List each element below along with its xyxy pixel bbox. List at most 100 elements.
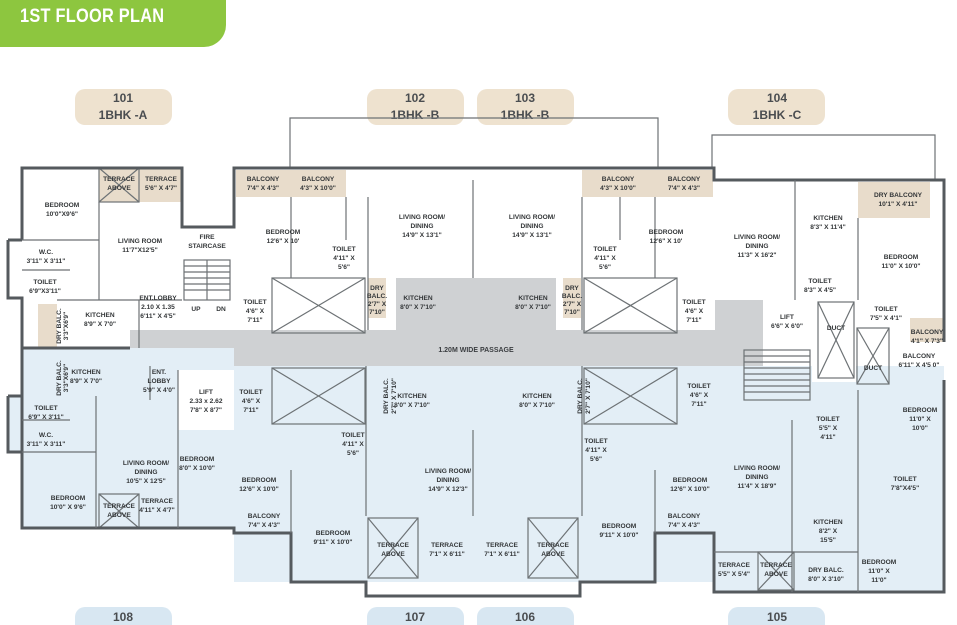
room-label: 11'0" X	[868, 568, 890, 575]
room-label: TOILET	[34, 405, 57, 412]
room-label: 4'6" X	[242, 398, 261, 405]
room-label: 6'9" X 3'11"	[28, 414, 63, 421]
room-label: ABOVE	[764, 571, 788, 578]
room-label: 7'4" X 4'3"	[668, 522, 700, 529]
walls	[6, 166, 946, 598]
room-label: BEDROOM	[180, 456, 215, 463]
room-label: BEDROOM	[673, 477, 708, 484]
room-label: TERRACE	[760, 562, 792, 569]
room-label: 8'0" X 7'10"	[394, 402, 430, 409]
room-label: BALCONY	[903, 353, 936, 360]
room-label: 10'0" X 9'6"	[50, 504, 86, 511]
room-label: BEDROOM	[316, 530, 351, 537]
room-label: 11'0" X 10'0"	[881, 263, 920, 270]
room-label: ABOVE	[381, 551, 405, 558]
room-label: 4'6" X	[685, 308, 704, 315]
room-label: 8'2" X	[819, 528, 838, 535]
room-label: KITCHEN	[397, 393, 427, 400]
room-size: 6'9"X3'11"	[29, 288, 61, 295]
room-name: W.C.	[39, 249, 53, 256]
room-label: LIFT	[199, 389, 213, 396]
room-label: BEDROOM	[602, 523, 637, 530]
unit-number: 104	[767, 91, 787, 105]
unit-type: 1BHK -B	[501, 108, 550, 122]
room-label: 5'5" X 5'4"	[718, 571, 750, 578]
unit-number: 105	[767, 610, 787, 624]
room-label: TOILET	[341, 432, 364, 439]
unit-badge-108[interactable]: 108	[75, 607, 172, 625]
room-label: TERRACE	[103, 503, 135, 510]
room-label: LIVING ROOM/	[734, 465, 780, 472]
room-label: 4'11" X	[594, 255, 616, 262]
room-label: DRY BALC.	[577, 378, 584, 414]
room-label: 10'5" X 12'5"	[126, 478, 165, 485]
unit-badge-102[interactable]: 102 1BHK -B	[367, 89, 464, 125]
room-label: DINING	[134, 469, 157, 476]
room-label: BEDROOM	[903, 407, 938, 414]
room-name: TERRACE	[145, 176, 177, 183]
unit-number: 101	[113, 91, 133, 105]
stair-up: UP	[191, 306, 201, 313]
room-label: TERRACE	[377, 542, 409, 549]
room-label: 8'3" X 4'5"	[804, 287, 836, 294]
unit-badge-101[interactable]: 101 1BHK -A	[75, 89, 172, 125]
room-label: DINING	[745, 474, 768, 481]
room-label: 2.33 x 2.62	[190, 398, 223, 405]
room-label: W.C.	[39, 432, 53, 439]
room-label: 4'11" X	[585, 447, 607, 454]
room-label: BEDROOM	[242, 477, 277, 484]
room-label: BALCONY	[247, 176, 280, 183]
room-label: 5'6"	[338, 264, 350, 271]
room-label: 2'7" X	[563, 301, 582, 308]
unit-badge-107[interactable]: 107	[367, 607, 464, 625]
room-label: DRY	[370, 285, 384, 292]
unit-number: 106	[515, 610, 535, 624]
room-label: 7'10"	[369, 309, 385, 316]
room-label: DUCT	[864, 365, 882, 372]
room-label: 2'7" X 7'10"	[391, 378, 398, 414]
room-label: BEDROOM	[649, 229, 684, 236]
unit-badge-103[interactable]: 103 1BHK -B	[477, 89, 574, 125]
room-label: 8'0" X 7'10"	[400, 304, 436, 311]
room-label: BALCONY	[602, 176, 635, 183]
room-label: DINING	[745, 243, 768, 250]
room-label: 4'6" X	[246, 308, 265, 315]
void-shaft	[98, 167, 890, 591]
room-label: 2'7" X	[368, 301, 387, 308]
room-label: BALC.	[367, 293, 387, 300]
room-label: TERRACE	[718, 562, 750, 569]
room-label: DUCT	[827, 325, 845, 332]
room-label: ABOVE	[107, 512, 131, 519]
room-label: 7'5" X 4'1"	[870, 315, 902, 322]
unit-type: 1BHK -A	[99, 108, 148, 122]
room-name: STAIRCASE	[188, 243, 226, 250]
room-label: 14'9" X 12'3"	[428, 486, 467, 493]
room-label: 9'11" X 10'0"	[599, 532, 638, 539]
room-label: DRY	[565, 285, 579, 292]
unit-badge-105[interactable]: 105	[728, 607, 825, 625]
room-label: TOILET	[874, 306, 897, 313]
room-label: LIVING ROOM/	[425, 468, 471, 475]
room-label: 2'7" X 7'10"	[585, 378, 592, 414]
room-label: 7'8" X 8'7"	[190, 407, 222, 414]
unit-badge-106[interactable]: 106	[477, 607, 574, 625]
room-label: 4'3" X 10'0"	[600, 185, 636, 192]
staircase	[183, 259, 811, 401]
room-label: 3'11" X 3'11"	[27, 441, 66, 448]
unit-number: 102	[405, 91, 425, 105]
room-label: 8'0" X 7'10"	[515, 304, 551, 311]
room-label: 5'6"	[347, 450, 359, 457]
unit-badge-104[interactable]: 104 1BHK -C	[728, 89, 825, 125]
room-label: 11'0" X	[909, 416, 931, 423]
room-label: 7'11"	[247, 317, 262, 324]
room-label: 7'11"	[243, 407, 258, 414]
room-label: DRY BALC.	[808, 567, 844, 574]
room-labels: BEDROOM 10'0"X9'6" TERRACE ABOVE TERRACE…	[27, 176, 944, 584]
room-label: 10'0"	[912, 425, 928, 432]
unit-type: 1BHK -C	[753, 108, 802, 122]
stair-dn: DN	[216, 306, 226, 313]
room-label: 14'9" X 13'1"	[402, 232, 441, 239]
room-label: 8'0" X 10'0"	[179, 465, 215, 472]
room-label: BEDROOM	[862, 559, 897, 566]
room-name: ENT.LOBBY	[139, 295, 177, 302]
